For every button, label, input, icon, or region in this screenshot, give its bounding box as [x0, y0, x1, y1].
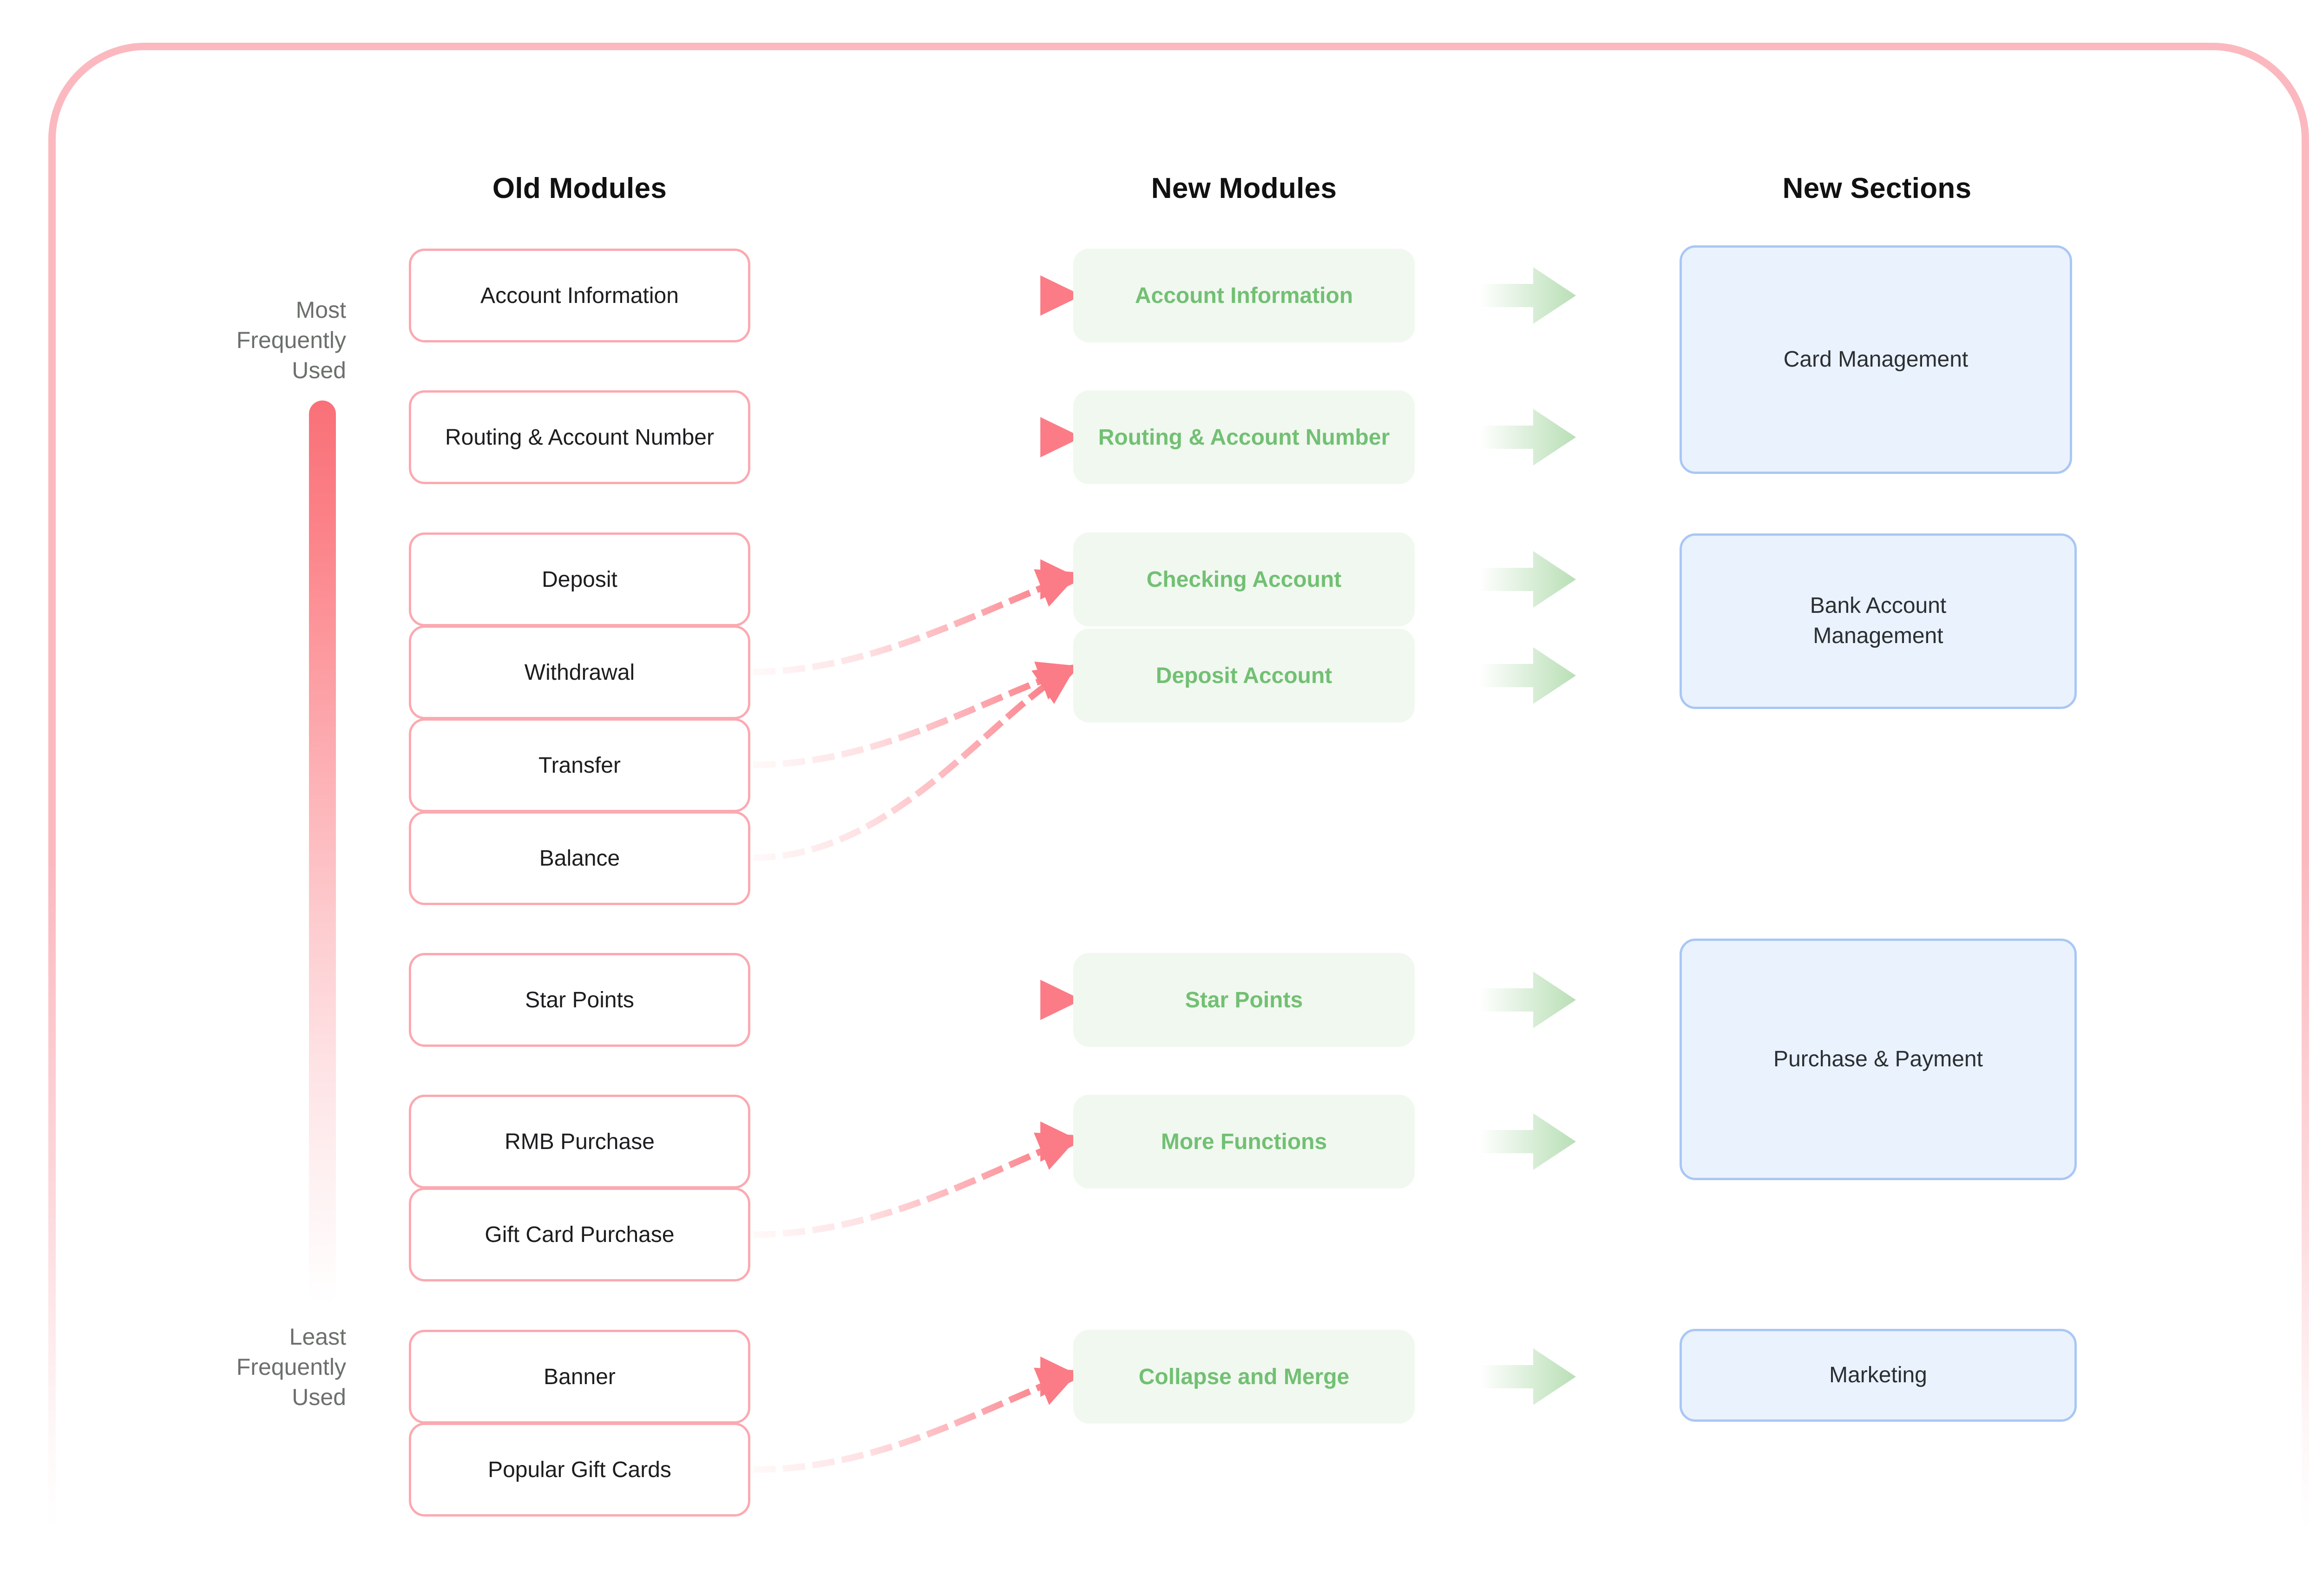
green-arrow-marketing — [1480, 1348, 1576, 1405]
new-module-star-points[interactable]: Star Points — [1073, 953, 1415, 1047]
column-header-old-modules: Old Modules — [492, 172, 667, 204]
column-header-new-modules: New Modules — [1151, 172, 1337, 204]
column-header-new-sections: New Sections — [1782, 172, 1972, 204]
green-arrow-purchase-payment-2 — [1480, 1113, 1576, 1170]
old-module-deposit[interactable]: Deposit — [409, 532, 750, 626]
new-module-account-information[interactable]: Account Information — [1073, 249, 1415, 342]
connector-popular-gift-cards — [753, 1367, 1080, 1473]
old-module-balance[interactable]: Balance — [409, 811, 750, 905]
green-arrow-card-management-1 — [1480, 267, 1576, 324]
green-arrow-card-management-2 — [1480, 409, 1576, 466]
old-module-star-points[interactable]: Star Points — [409, 953, 750, 1047]
connector-balance — [753, 664, 1077, 861]
connector-transfer — [753, 661, 1081, 768]
new-module-more-functions[interactable]: More Functions — [1073, 1095, 1415, 1189]
green-arrow-bank-account-2 — [1480, 647, 1576, 704]
new-module-checking-account[interactable]: Checking Account — [1073, 532, 1415, 626]
new-module-deposit-account[interactable]: Deposit Account — [1073, 629, 1415, 722]
old-module-routing-account-number[interactable]: Routing & Account Number — [409, 390, 750, 484]
old-module-banner[interactable]: Banner — [409, 1330, 750, 1424]
old-module-gift-card-purchase[interactable]: Gift Card Purchase — [409, 1188, 750, 1281]
new-module-collapse-and-merge[interactable]: Collapse and Merge — [1073, 1330, 1415, 1424]
frequency-gradient-bar — [309, 401, 336, 1304]
green-arrow-bank-account-1 — [1480, 551, 1576, 608]
new-section-bank-account-management[interactable]: Bank Account Management — [1680, 533, 2077, 709]
old-module-popular-gift-cards[interactable]: Popular Gift Cards — [409, 1423, 750, 1517]
connector-gift-card-purchase — [753, 1132, 1080, 1238]
least-frequently-used-label: Least Frequently Used — [236, 1324, 346, 1410]
old-module-transfer[interactable]: Transfer — [409, 718, 750, 812]
green-arrow-purchase-payment-1 — [1480, 972, 1576, 1028]
old-module-rmb-purchase[interactable]: RMB Purchase — [409, 1095, 750, 1189]
most-frequently-used-label: Most Frequently Used — [236, 297, 346, 383]
old-module-account-information[interactable]: Account Information — [409, 249, 750, 342]
new-section-card-management[interactable]: Card Management — [1680, 245, 2072, 474]
new-module-routing-account-number[interactable]: Routing & Account Number — [1073, 390, 1415, 484]
old-module-withdrawal[interactable]: Withdrawal — [409, 625, 750, 719]
new-section-purchase-payment[interactable]: Purchase & Payment — [1680, 939, 2077, 1180]
new-section-marketing[interactable]: Marketing — [1680, 1329, 2077, 1422]
connector-withdrawal — [753, 569, 1080, 676]
